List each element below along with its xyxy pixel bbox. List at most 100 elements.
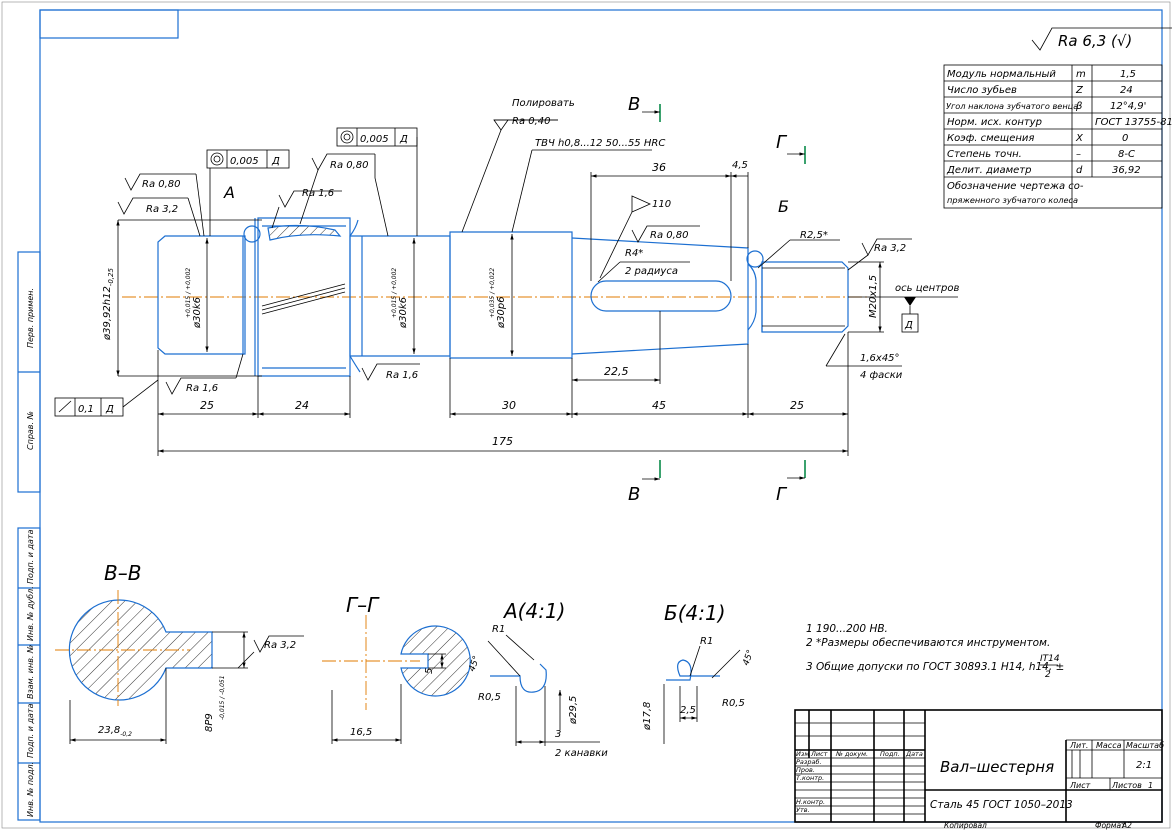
section-gg-title: Г–Г: [346, 593, 380, 617]
detail-b-r05: R0,5: [722, 698, 745, 709]
technical-notes: 1 190...200 HB. 2 *Размеры обеспечиваютс…: [806, 623, 1064, 680]
svg-text:Ra 1,6: Ra 1,6: [186, 383, 218, 394]
title-hdr-date: Дата: [905, 750, 923, 758]
title-copied: Копировал: [944, 821, 987, 830]
param-name: Делит. диаметр: [946, 165, 1031, 176]
svg-text:Д: Д: [271, 156, 280, 167]
detail-b-title: Б(4:1): [664, 601, 726, 625]
title-role-ncontr: Н.контр.: [796, 798, 825, 806]
svg-text:R4*: R4*: [625, 248, 643, 259]
dim-d30p6-tol: +0,035 / +0,022: [489, 268, 496, 318]
detail-leader-b: Б: [778, 197, 789, 216]
title-lit-label: Лит.: [1069, 741, 1088, 750]
note-3: 3 Общие допуски по ГОСТ 30893.1 H14, h14…: [806, 661, 1064, 673]
section-vv-title: В–В: [104, 561, 141, 585]
roughness-ra16-a: Ra 1,6: [165, 353, 244, 395]
title-block: Изм Лист № докум. Подп. Дата Разраб. Про…: [794, 709, 1164, 830]
concentricity-tol-a: 0,005 Д: [206, 149, 290, 236]
svg-text:Ra 0,40: Ra 0,40: [512, 116, 551, 127]
svg-text:2 радиуса: 2 радиуса: [625, 266, 678, 277]
sidebar-label-1: Перв. примен.: [26, 288, 35, 348]
svg-text:Ra 0,80: Ra 0,80: [650, 230, 689, 241]
svg-text:Ra 3,2: Ra 3,2: [874, 243, 906, 254]
section-marker-v-bottom: В: [628, 460, 661, 505]
title-scale-value: 2:1: [1136, 760, 1152, 771]
title-format-value: А2: [1121, 821, 1132, 830]
title-hdr-doc: № докум.: [835, 750, 868, 758]
detail-b-r1: R1: [700, 636, 713, 647]
param-val: 1,5: [1120, 69, 1136, 80]
title-hdr-sign: Подп.: [880, 750, 900, 758]
dim-30: 30: [502, 399, 516, 412]
detail-a-r05: R0,5: [478, 692, 501, 703]
section-vv: В–В 23,8-0,2 8P9 -0,015 / -0,051 Ra 3,2: [55, 561, 304, 744]
dim-m20: M20x1,5: [868, 275, 879, 318]
part-name: Вал–шестерня: [940, 758, 1054, 776]
dim-24: 24: [295, 399, 309, 412]
title-sheets-value: 1: [1148, 781, 1153, 790]
keyway-callouts: 110 Ra 0,80 R4* 2 радиуса: [597, 195, 700, 283]
param-val: 36,92: [1112, 165, 1141, 176]
svg-text:В: В: [628, 94, 640, 115]
section-gg-key: 5: [424, 668, 435, 674]
general-roughness: Ra 6,3 (√): [1031, 27, 1172, 51]
detail-a-width: 3: [555, 729, 561, 740]
sidebar-label-5: Взам. инв. №: [26, 645, 35, 699]
param-sym: –: [1076, 149, 1081, 160]
section-marker-g-bottom: Г: [776, 460, 806, 505]
param-name: Обозначение чертежа со-: [947, 180, 1084, 192]
section-vv-key: 8P9: [204, 713, 215, 732]
param-val: 12°4,9': [1110, 101, 1146, 112]
title-scale-label: Масштаб: [1126, 741, 1164, 750]
section-marker-v-top: В: [628, 94, 661, 122]
dim-d30k6-b-tol: +0,015 / +0,002: [391, 268, 398, 318]
roughness-ra16-b: Ra 1,6: [271, 188, 342, 229]
param-name: Число зубьев: [947, 84, 1017, 96]
param-sym: Z: [1075, 85, 1084, 96]
detail-a-note: 2 канавки: [555, 748, 608, 759]
shaft-main-view: 25 24 30 45 25 175 22,5 36 4,5 ø39,92h12…: [54, 94, 959, 505]
dim-d30k6-a-tol: +0,015 / +0,002: [185, 268, 192, 318]
gear-parameters-table: Модуль нормальный m 1,5 Число зубьев Z 2…: [943, 64, 1172, 209]
note-2: 2 *Размеры обеспечиваются инструментом.: [806, 637, 1050, 649]
dim-36: 36: [652, 161, 666, 174]
svg-text:110: 110: [652, 199, 671, 210]
title-sheets-label: Листов: [1111, 781, 1142, 790]
title-role-dev: Разраб.: [796, 758, 822, 766]
dim-45: 45: [652, 399, 666, 412]
svg-text:R2,5*: R2,5*: [800, 230, 828, 241]
dim-d39-92: ø39,92h12-0,25: [102, 268, 115, 341]
base-d-label: Д: [904, 320, 913, 331]
dim-d30k6-b: ø30k6: [398, 297, 409, 329]
param-sym: m: [1076, 69, 1086, 80]
sidebar-label-4: Инв. № дубл.: [26, 586, 35, 641]
title-hdr-izm: Изм: [796, 750, 809, 758]
title-sheet-label: Лист: [1069, 781, 1091, 790]
title-format-label: Формат: [1095, 821, 1126, 830]
section-vv-ra: Ra 3,2: [264, 640, 296, 651]
param-val: ГОСТ 13755-81: [1095, 117, 1172, 128]
param-name: Угол наклона зубчатого венца: [946, 101, 1078, 111]
hardening-callout: ТВЧ h0,8...12 50...55 HRC: [511, 138, 665, 233]
param-name: Коэф. смещения: [947, 133, 1034, 144]
chamfer-size: 1,6x45°: [860, 353, 900, 364]
roughness-ra08-a: Ra 0,80: [124, 173, 205, 237]
svg-text:Г: Г: [776, 484, 788, 505]
param-val: 24: [1120, 85, 1133, 96]
param-val: 0: [1122, 133, 1128, 144]
section-gg: Г–Г 16,5 5: [322, 593, 471, 744]
sidebar-stamp: Перв. примен. Справ. № Подп. и дата Инв.…: [17, 251, 41, 821]
detail-b-d: ø17,8: [642, 702, 653, 731]
title-role-approve: Утв.: [796, 806, 810, 814]
param-sym: β: [1075, 101, 1083, 112]
detail-b: Б(4:1) R1 R0,5 45° 2,5 ø17,8: [642, 601, 756, 744]
param-sym: d: [1076, 165, 1083, 176]
runout-base: Д: [105, 404, 114, 415]
title-hdr-list: Лист: [810, 750, 828, 758]
param-name: Модуль нормальный: [947, 69, 1056, 80]
dim-175: 175: [492, 435, 513, 448]
svg-text:Ra 1,6: Ra 1,6: [302, 188, 334, 199]
roughness-ra16-c: Ra 1,6: [361, 363, 420, 381]
note-3-frac-top: IT14: [1040, 654, 1060, 664]
detail-a: А(4:1) R1 R0,5 45° 3 2 канавки ø29,5: [467, 599, 608, 759]
